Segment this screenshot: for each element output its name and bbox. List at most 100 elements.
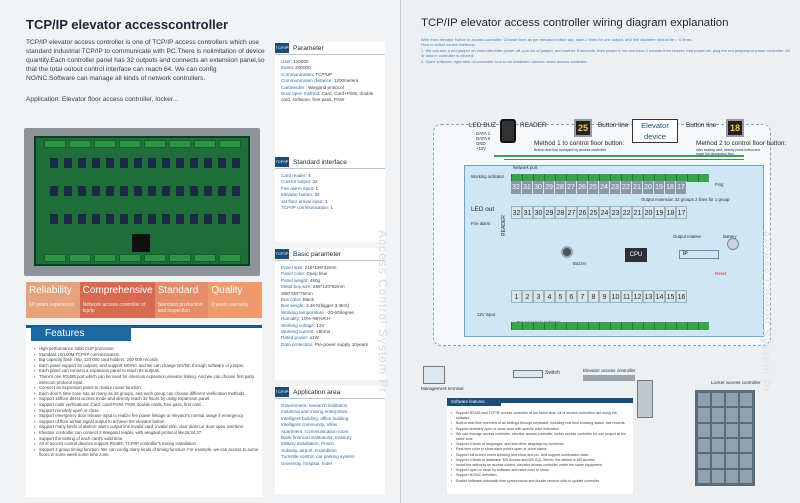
button-line-label-1: Button line — [598, 122, 629, 129]
output-number: 23 — [610, 181, 621, 194]
battery-label: Battery — [723, 234, 737, 239]
terminal-block — [533, 322, 544, 330]
spec-key: Control output: — [281, 179, 312, 185]
pcb-relay — [120, 158, 128, 168]
locker-door — [698, 393, 710, 407]
parameter-header: TCP/IP Parameter — [275, 42, 385, 55]
pcb-relay — [92, 214, 100, 224]
pcb-terminal — [194, 140, 216, 148]
output-number: 16 — [676, 290, 687, 303]
spec-value: ≤1W — [308, 335, 320, 341]
spec-value: 3.4KG(bigger 3.4KG) — [304, 303, 350, 309]
locker-controller-label: Locker access controller — [711, 380, 761, 385]
terminal-block — [522, 322, 533, 330]
feature-quality: Quality 2 years warranty — [208, 282, 263, 318]
list-item: There's one RS485 port which can be used… — [34, 374, 260, 385]
locker-door — [726, 408, 738, 422]
spec-value: 10%~95%R.H — [300, 316, 331, 322]
spec-row: Box color: Black — [281, 297, 379, 303]
terminal-block — [632, 174, 643, 182]
pcb-relay — [120, 186, 128, 196]
terminal-block — [676, 174, 687, 182]
spec-key: TCP/IP communication: — [281, 205, 330, 211]
terminal-block — [533, 174, 544, 182]
terminal-block — [599, 174, 610, 182]
pcb-relay — [176, 158, 184, 168]
list-item: Elevator controller can connect 2 Wiegan… — [34, 430, 260, 436]
terminal-block — [599, 322, 610, 330]
pcb-relay — [92, 186, 100, 196]
spec-value: 32 — [311, 179, 318, 185]
locker-door — [740, 408, 752, 422]
pcb-terminal — [119, 140, 141, 148]
application-item: Apartment, Communication room — [281, 428, 349, 434]
battery-icon — [727, 238, 739, 250]
left-watermark: Access Control System Pr — [376, 230, 390, 394]
spec-key: Metal box size: — [281, 284, 312, 290]
spec-key: Communication distance: — [281, 78, 333, 84]
computer-icon — [423, 366, 445, 384]
working-indicator-label: Working indicator — [471, 174, 505, 179]
pcb-relay — [162, 186, 170, 196]
feature-highlights: Reliability 10 years experience Comprehe… — [26, 282, 263, 318]
list-item: Install the authority on access control,… — [451, 463, 629, 468]
spec-value: Card, Card+PSW, double card, software, f… — [281, 91, 374, 103]
network-port-label: Network port — [513, 165, 538, 170]
pcb-relay — [50, 214, 58, 224]
list-item: Support full screen event showing and sh… — [451, 453, 629, 458]
controller-icon — [583, 375, 635, 381]
output-ext-label: Output extension 32 groups 2 lines for 1… — [641, 197, 730, 202]
terminal-block — [566, 322, 577, 330]
tcpip-tag: TCP/IP — [275, 43, 289, 53]
pcb-relay — [78, 186, 86, 196]
spec-value: Deep blue — [305, 271, 328, 277]
pcb-relay — [106, 214, 114, 224]
feature-subtitle: Standard production and inspection — [157, 302, 203, 314]
spec-key: Working current: — [281, 329, 315, 335]
output-number: 8 — [588, 290, 599, 303]
terminal-block — [588, 322, 599, 330]
spec-value: 1 — [314, 185, 319, 191]
led-out-label: LED out — [471, 206, 495, 213]
terminal-block — [555, 174, 566, 182]
list-item: Support many kinds of alarms: alarm outp… — [34, 424, 260, 430]
locker-door — [726, 454, 738, 468]
terminal-block — [555, 322, 566, 330]
spec-row: Event: 200000 — [281, 65, 379, 71]
feature-title: Comprehensive — [82, 285, 153, 296]
terminal-block — [665, 322, 676, 330]
floor-button-25: 25 — [574, 119, 592, 137]
output-number: 29 — [544, 181, 555, 194]
led-bus-label: LED BUZ — [469, 122, 496, 129]
list-item: Each panel can connect a expansion panel… — [34, 368, 260, 374]
pcb-relay — [218, 158, 226, 168]
feature-standard: Standard Standard production and inspect… — [154, 282, 209, 318]
spec-row: 388*330*75mm — [281, 291, 379, 297]
pcb-chip — [132, 234, 150, 252]
standard-header: TCP/IP Standard interface — [275, 156, 385, 169]
pcb-relay — [148, 214, 156, 224]
pcb-terminal — [119, 254, 141, 262]
spec-row: Panel weight: 450g — [281, 278, 379, 284]
pcb-relay — [148, 158, 156, 168]
pcb-relay — [148, 186, 156, 196]
list-item: Support RS485 and TCP/IP access controll… — [451, 411, 629, 421]
pcb-terminal — [94, 140, 116, 148]
spec-row: Humidity: 10%~95%R.H — [281, 316, 379, 322]
mgmt-terminal-label: Management terminal — [421, 386, 464, 391]
output-number: 18 — [665, 181, 676, 194]
pcb-relay — [64, 186, 72, 196]
pcb-relay — [92, 158, 100, 168]
spec-row: Elevator button: 32 — [281, 192, 379, 198]
fing-label: Fing — [715, 182, 724, 187]
list-item: Support emergency door release input to … — [34, 413, 260, 419]
spec-row: User: 120000 — [281, 59, 379, 65]
output-number: 19 — [654, 206, 665, 219]
locker-door — [726, 423, 738, 437]
terminal-block — [621, 322, 632, 330]
output-number: 27 — [566, 181, 577, 194]
basic-parameter-panel: TCP/IP Basic parameter Panel size: 216*1… — [275, 248, 385, 380]
spec-row: Working temperature: -20-60degree — [281, 310, 379, 316]
